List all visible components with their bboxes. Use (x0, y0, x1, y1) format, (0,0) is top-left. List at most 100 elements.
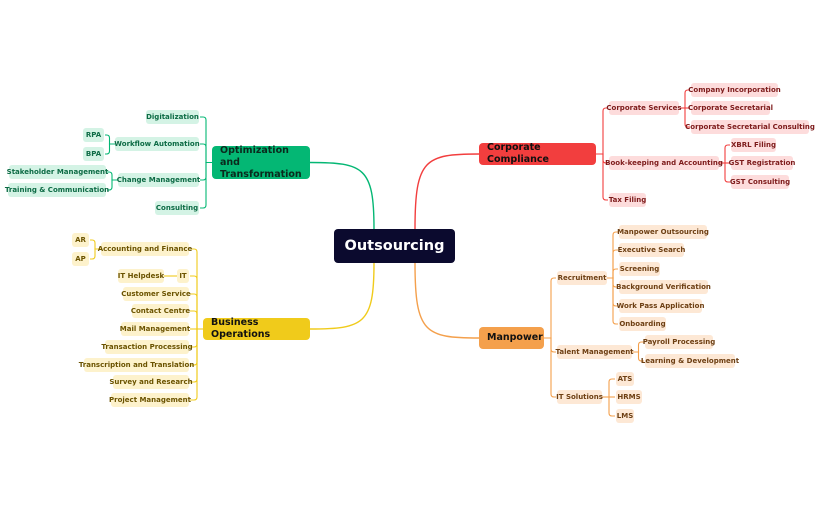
subtopic-executive-search[interactable]: Executive Search (617, 243, 686, 257)
subtopic-it-solutions-label: IT Solutions (556, 393, 603, 401)
subtopic-transaction-processing-label: Transaction Processing (101, 343, 193, 351)
subtopic-company-incorporation[interactable]: Company Incorporation (688, 83, 781, 97)
subtopic-corporate-secretarial-label: Corporate Secretarial (687, 104, 774, 112)
subtopic-workflow-automation[interactable]: Workflow Automation (114, 137, 200, 151)
subtopic-bpa[interactable]: BPA (83, 147, 104, 161)
subtopic-talent-management[interactable]: Talent Management (555, 345, 634, 359)
subtopic-bpa-label: BPA (85, 150, 102, 158)
subtopic-change-management[interactable]: Change Management (117, 173, 200, 187)
subtopic-contact-centre-label: Contact Centre (130, 307, 191, 315)
subtopic-ats[interactable]: ATS (616, 372, 634, 386)
subtopic-training-and-communication-label: Training & Communication (4, 186, 110, 194)
connector-line (719, 144, 730, 164)
subtopic-it[interactable]: IT (177, 269, 189, 283)
subtopic-tax-filing-label: Tax Filing (608, 196, 647, 204)
subtopic-tax-filing[interactable]: Tax Filing (609, 193, 646, 207)
connector-line (596, 153, 608, 201)
connector-line (309, 262, 375, 330)
subtopic-gst-consulting-label: GST Consulting (729, 178, 791, 186)
subtopic-customer-service[interactable]: Customer Service (121, 287, 191, 301)
subtopic-corporate-secretarial-consulting-label: Corporate Secretarial Consulting (685, 123, 815, 131)
subtopic-gst-consulting[interactable]: GST Consulting (729, 175, 791, 189)
subtopic-contact-centre[interactable]: Contact Centre (130, 304, 191, 318)
subtopic-ar-label: AR (75, 236, 86, 244)
subtopic-company-incorporation-label: Company Incorporation (688, 86, 781, 94)
subtopic-work-pass-application-label: Work Pass Application (616, 302, 705, 310)
subtopic-corporate-secretarial-consulting[interactable]: Corporate Secretarial Consulting (685, 120, 815, 134)
subtopic-hrms[interactable]: HRMS (616, 390, 642, 404)
subtopic-hrms-label: HRMS (617, 393, 641, 401)
subtopic-onboarding-label: Onboarding (619, 320, 666, 328)
subtopic-corporate-services-label: Corporate Services (606, 104, 682, 112)
connector-line (607, 249, 618, 279)
subtopic-book-keeping-and-accounting[interactable]: Book-keeping and Accounting (605, 156, 723, 170)
connector-line (632, 351, 644, 362)
subtopic-corporate-secretarial[interactable]: Corporate Secretarial (687, 101, 774, 115)
subtopic-stakeholder-management[interactable]: Stakeholder Management (7, 165, 108, 179)
subtopic-ats-label: ATS (617, 375, 633, 383)
subtopic-ap-label: AP (75, 255, 86, 263)
connector-line (200, 116, 212, 164)
subtopic-customer-service-label: Customer Service (121, 290, 191, 298)
connector-line (544, 337, 556, 353)
root-topic-outsourcing[interactable]: Outsourcing (334, 229, 455, 263)
connector-line (190, 293, 203, 330)
subtopic-survey-and-research[interactable]: Survey and Research (109, 375, 193, 389)
subtopic-project-management-label: Project Management (109, 396, 191, 404)
connector-line (90, 239, 101, 250)
subtopic-accounting-and-finance-label: Accounting and Finance (97, 245, 193, 253)
connector-line (107, 179, 118, 191)
subtopic-training-and-communication[interactable]: Training & Communication (4, 183, 110, 197)
subtopic-digitalization[interactable]: Digitalization (146, 110, 199, 124)
subtopic-executive-search-label: Executive Search (617, 246, 686, 254)
subtopic-project-management[interactable]: Project Management (109, 393, 191, 407)
subtopic-mail-management[interactable]: Mail Management (120, 322, 190, 336)
subtopic-gst-registration[interactable]: GST Registration (728, 156, 796, 170)
subtopic-onboarding[interactable]: Onboarding (619, 317, 666, 331)
connector-line (596, 107, 608, 155)
subtopic-learning-and-development[interactable]: Learning & Development (641, 354, 739, 368)
subtopic-manpower-outsourcing-label: Manpower Outsourcing (617, 228, 709, 236)
connector-line (607, 277, 618, 325)
connector-line (544, 277, 556, 339)
subtopic-ar[interactable]: AR (72, 233, 89, 247)
connector-line (190, 328, 203, 401)
subtopic-screening-label: Screening (619, 265, 660, 273)
subtopic-accounting-and-finance[interactable]: Accounting and Finance (98, 242, 192, 256)
subtopic-it-helpdesk[interactable]: IT Helpdesk (118, 269, 164, 283)
subtopic-it-solutions[interactable]: IT Solutions (556, 390, 603, 404)
subtopic-recruitment[interactable]: Recruitment (557, 271, 607, 285)
subtopic-corporate-services[interactable]: Corporate Services (606, 101, 682, 115)
subtopic-learning-and-development-label: Learning & Development (640, 357, 740, 365)
main-topic-business[interactable]: Business Operations (203, 317, 310, 340)
subtopic-workflow-automation-label: Workflow Automation (114, 140, 200, 148)
subtopic-transcription-and-translation[interactable]: Transcription and Translation (79, 358, 194, 372)
connector-line (190, 275, 203, 330)
main-topic-manpower[interactable]: Manpower (479, 327, 544, 349)
subtopic-screening[interactable]: Screening (619, 262, 660, 276)
subtopic-payroll-processing[interactable]: Payroll Processing (643, 335, 715, 349)
subtopic-gst-registration-label: GST Registration (728, 159, 796, 167)
connector-line (190, 310, 203, 330)
subtopic-ap[interactable]: AP (72, 252, 89, 266)
subtopic-xbrl-filing[interactable]: XBRL Filing (731, 138, 776, 152)
subtopic-manpower-outsourcing[interactable]: Manpower Outsourcing (617, 225, 709, 239)
subtopic-rpa-label: RPA (85, 131, 102, 139)
connector-line (107, 171, 118, 181)
root-topic-label: Outsourcing (344, 238, 445, 254)
connector-line (200, 161, 212, 209)
main-topic-label: Manpower (487, 332, 543, 343)
subtopic-talent-management-label: Talent Management (555, 348, 634, 356)
subtopic-transaction-processing[interactable]: Transaction Processing (101, 340, 193, 354)
subtopic-lms[interactable]: LMS (616, 409, 634, 423)
subtopic-background-verification[interactable]: Background Verification (616, 280, 711, 294)
main-topic-compliance[interactable]: Corporate Compliance (479, 142, 596, 165)
subtopic-rpa[interactable]: RPA (83, 128, 104, 142)
connector-line (105, 143, 115, 155)
subtopic-consulting[interactable]: Consulting (155, 201, 199, 215)
subtopic-work-pass-application[interactable]: Work Pass Application (616, 299, 705, 313)
subtopic-xbrl-filing-label: XBRL Filing (731, 141, 776, 149)
